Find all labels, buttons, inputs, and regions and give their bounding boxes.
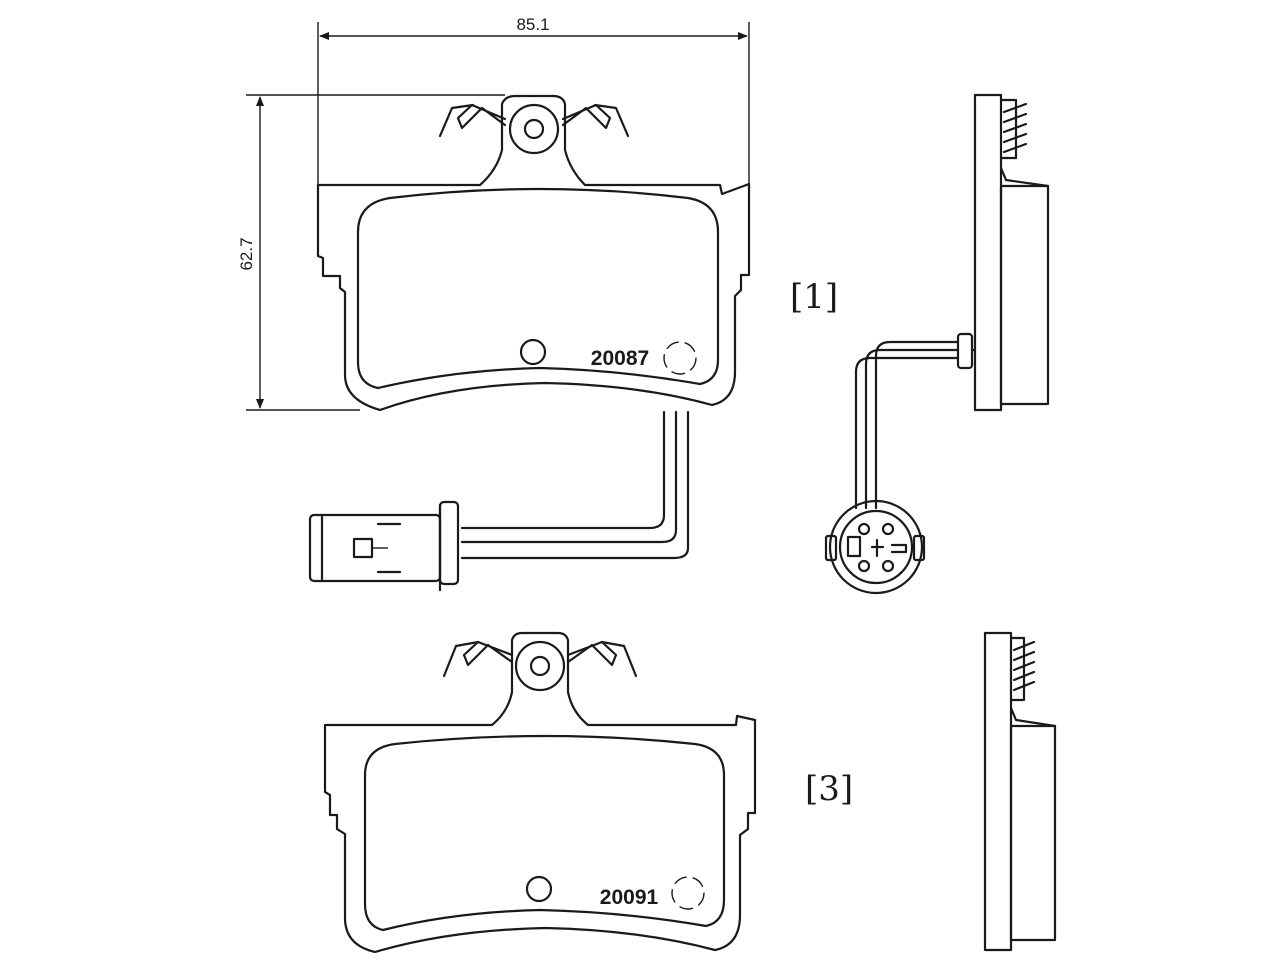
height-dimension: 62.7: [237, 94, 505, 411]
pad-3-code: 20091: [600, 886, 659, 909]
pad-1-wear-sensor: [308, 410, 690, 592]
pad-3-side-view: [983, 631, 1057, 952]
pad-1-marker-circle: [519, 338, 547, 366]
height-dimension-label: 62.7: [237, 237, 256, 270]
pad-1-ref-label: [1]: [790, 277, 838, 317]
width-dimension-label: 85.1: [516, 15, 549, 34]
pad-1-side-view: [824, 93, 1050, 595]
pad-3-ref-label: [3]: [805, 769, 853, 809]
width-dimension: 85.1: [317, 15, 750, 185]
pad-1-front-view: 20087: [316, 94, 751, 412]
pad-3-marker-circle: [525, 875, 553, 903]
pad-3-front-view: 20091: [323, 631, 757, 954]
pad-1-code: 20087: [591, 347, 649, 370]
